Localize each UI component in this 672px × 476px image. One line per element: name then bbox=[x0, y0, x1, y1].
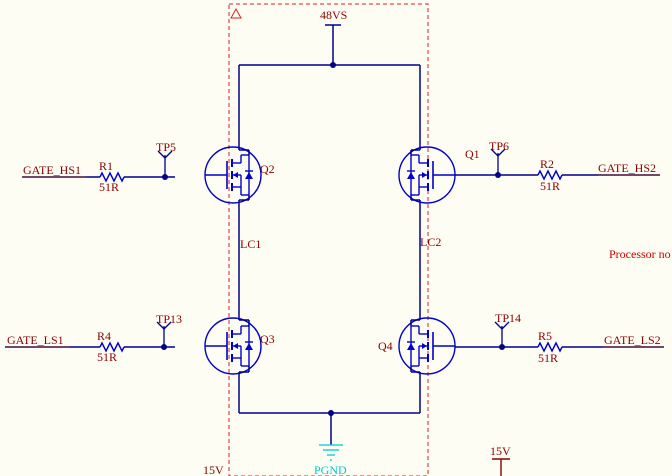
pgnd-ground-icon bbox=[319, 444, 343, 461]
net-gate-hs1-label: GATE_HS1 bbox=[23, 163, 81, 177]
net-label-underlines bbox=[5, 174, 664, 348]
junction-top bbox=[330, 62, 336, 68]
q2-label: Q2 bbox=[260, 162, 275, 176]
tp5-label: TP5 bbox=[156, 140, 176, 154]
resistor-r1-icon bbox=[99, 171, 125, 183]
lc1-label: LC1 bbox=[240, 237, 261, 251]
resistor-r5-icon bbox=[537, 341, 563, 353]
bridge-wires bbox=[238, 24, 421, 445]
r1-value-label: 51R bbox=[99, 180, 119, 194]
test-point-icons bbox=[156, 148, 510, 347]
junction-bottom bbox=[328, 410, 334, 416]
net-gate-ls2-label: GATE_LS2 bbox=[604, 333, 661, 347]
resistor-r2-icon bbox=[537, 169, 563, 181]
r2-ref-label: R2 bbox=[540, 157, 554, 171]
net-48vs-label: 48VS bbox=[320, 8, 347, 22]
tp13-icon bbox=[156, 321, 172, 347]
gate-wires bbox=[5, 174, 664, 348]
supply-15v-right-icon bbox=[492, 458, 510, 476]
net-gate-hs2-label: GATE_HS2 bbox=[598, 161, 656, 175]
lc2-label: LC2 bbox=[420, 235, 441, 249]
warning-triangle-icon bbox=[230, 7, 242, 19]
q3-label: Q3 bbox=[260, 332, 275, 346]
r5-value-label: 51R bbox=[538, 351, 558, 365]
r4-ref-label: R4 bbox=[97, 329, 111, 343]
mosfet-q3-icon bbox=[204, 317, 262, 375]
tp5-icon bbox=[157, 150, 173, 177]
mosfet-q1-icon bbox=[398, 146, 456, 204]
tp13-label: TP13 bbox=[156, 312, 182, 326]
tp6-label: TP6 bbox=[489, 139, 509, 153]
tp14-label: TP14 bbox=[495, 311, 521, 325]
mosfet-q2-icon bbox=[204, 146, 262, 204]
q1-label: Q1 bbox=[465, 147, 480, 161]
net-gate-ls1-label: GATE_LS1 bbox=[7, 333, 64, 347]
processor-note-label: Processor no bbox=[609, 247, 671, 261]
r5-ref-label: R5 bbox=[538, 329, 552, 343]
resistor-r4-icon bbox=[99, 341, 125, 353]
r4-value-label: 51R bbox=[97, 350, 117, 364]
mosfet-ties bbox=[239, 149, 420, 373]
q4-label: Q4 bbox=[378, 339, 393, 353]
supply-15v-left-label: 15V bbox=[203, 463, 224, 476]
tp14-icon bbox=[494, 321, 510, 347]
test-point-junctions bbox=[161, 172, 505, 350]
mosfet-q4-icon bbox=[398, 317, 456, 375]
supply-15v-right-label: 15V bbox=[490, 444, 511, 458]
r1-ref-label: R1 bbox=[99, 159, 113, 173]
region-border bbox=[228, 3, 429, 476]
r2-value-label: 51R bbox=[540, 179, 560, 193]
tp6-icon bbox=[490, 148, 506, 175]
resistor-icons bbox=[99, 169, 563, 353]
pgnd-label: PGND bbox=[314, 463, 347, 476]
